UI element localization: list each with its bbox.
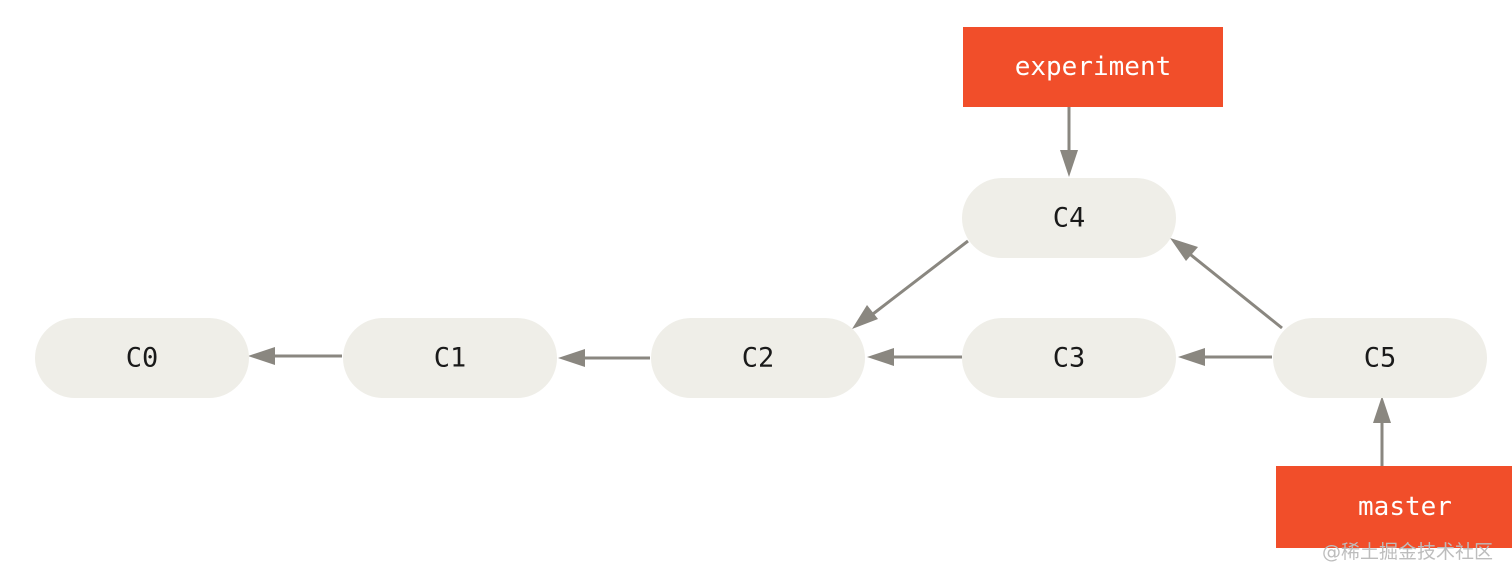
commit-c3: C3 [962,318,1176,398]
arrows-layer [248,107,1391,466]
branch-master: master [1276,466,1512,548]
branch-label: master [1358,492,1452,522]
commit-label: C1 [434,343,467,374]
commit-label: C0 [126,343,159,374]
commit-c1: C1 [343,318,557,398]
edge-c1-to-c0 [248,347,342,365]
commit-label: C3 [1053,343,1086,374]
edge-experiment-to-c4 [1060,107,1078,177]
branch-label: experiment [1015,52,1172,82]
edge-master-to-c5 [1373,396,1391,466]
edge-c5-to-c3 [1178,348,1272,366]
commit-c2: C2 [651,318,865,398]
branch-experiment: experiment [963,27,1223,107]
commit-c5: C5 [1273,318,1487,398]
commit-label: C2 [742,343,775,374]
commit-label: C5 [1364,343,1397,374]
edge-c2-to-c1 [558,349,650,367]
watermark-text: @稀土掘金技术社区 [1322,541,1493,563]
commit-c0: C0 [35,318,249,398]
edge-c5-to-c4 [1170,238,1283,330]
edge-c3-to-c2 [867,348,962,366]
commit-c4: C4 [962,178,1176,258]
edge-c4-to-c2 [852,239,969,329]
commit-label: C4 [1053,203,1086,234]
